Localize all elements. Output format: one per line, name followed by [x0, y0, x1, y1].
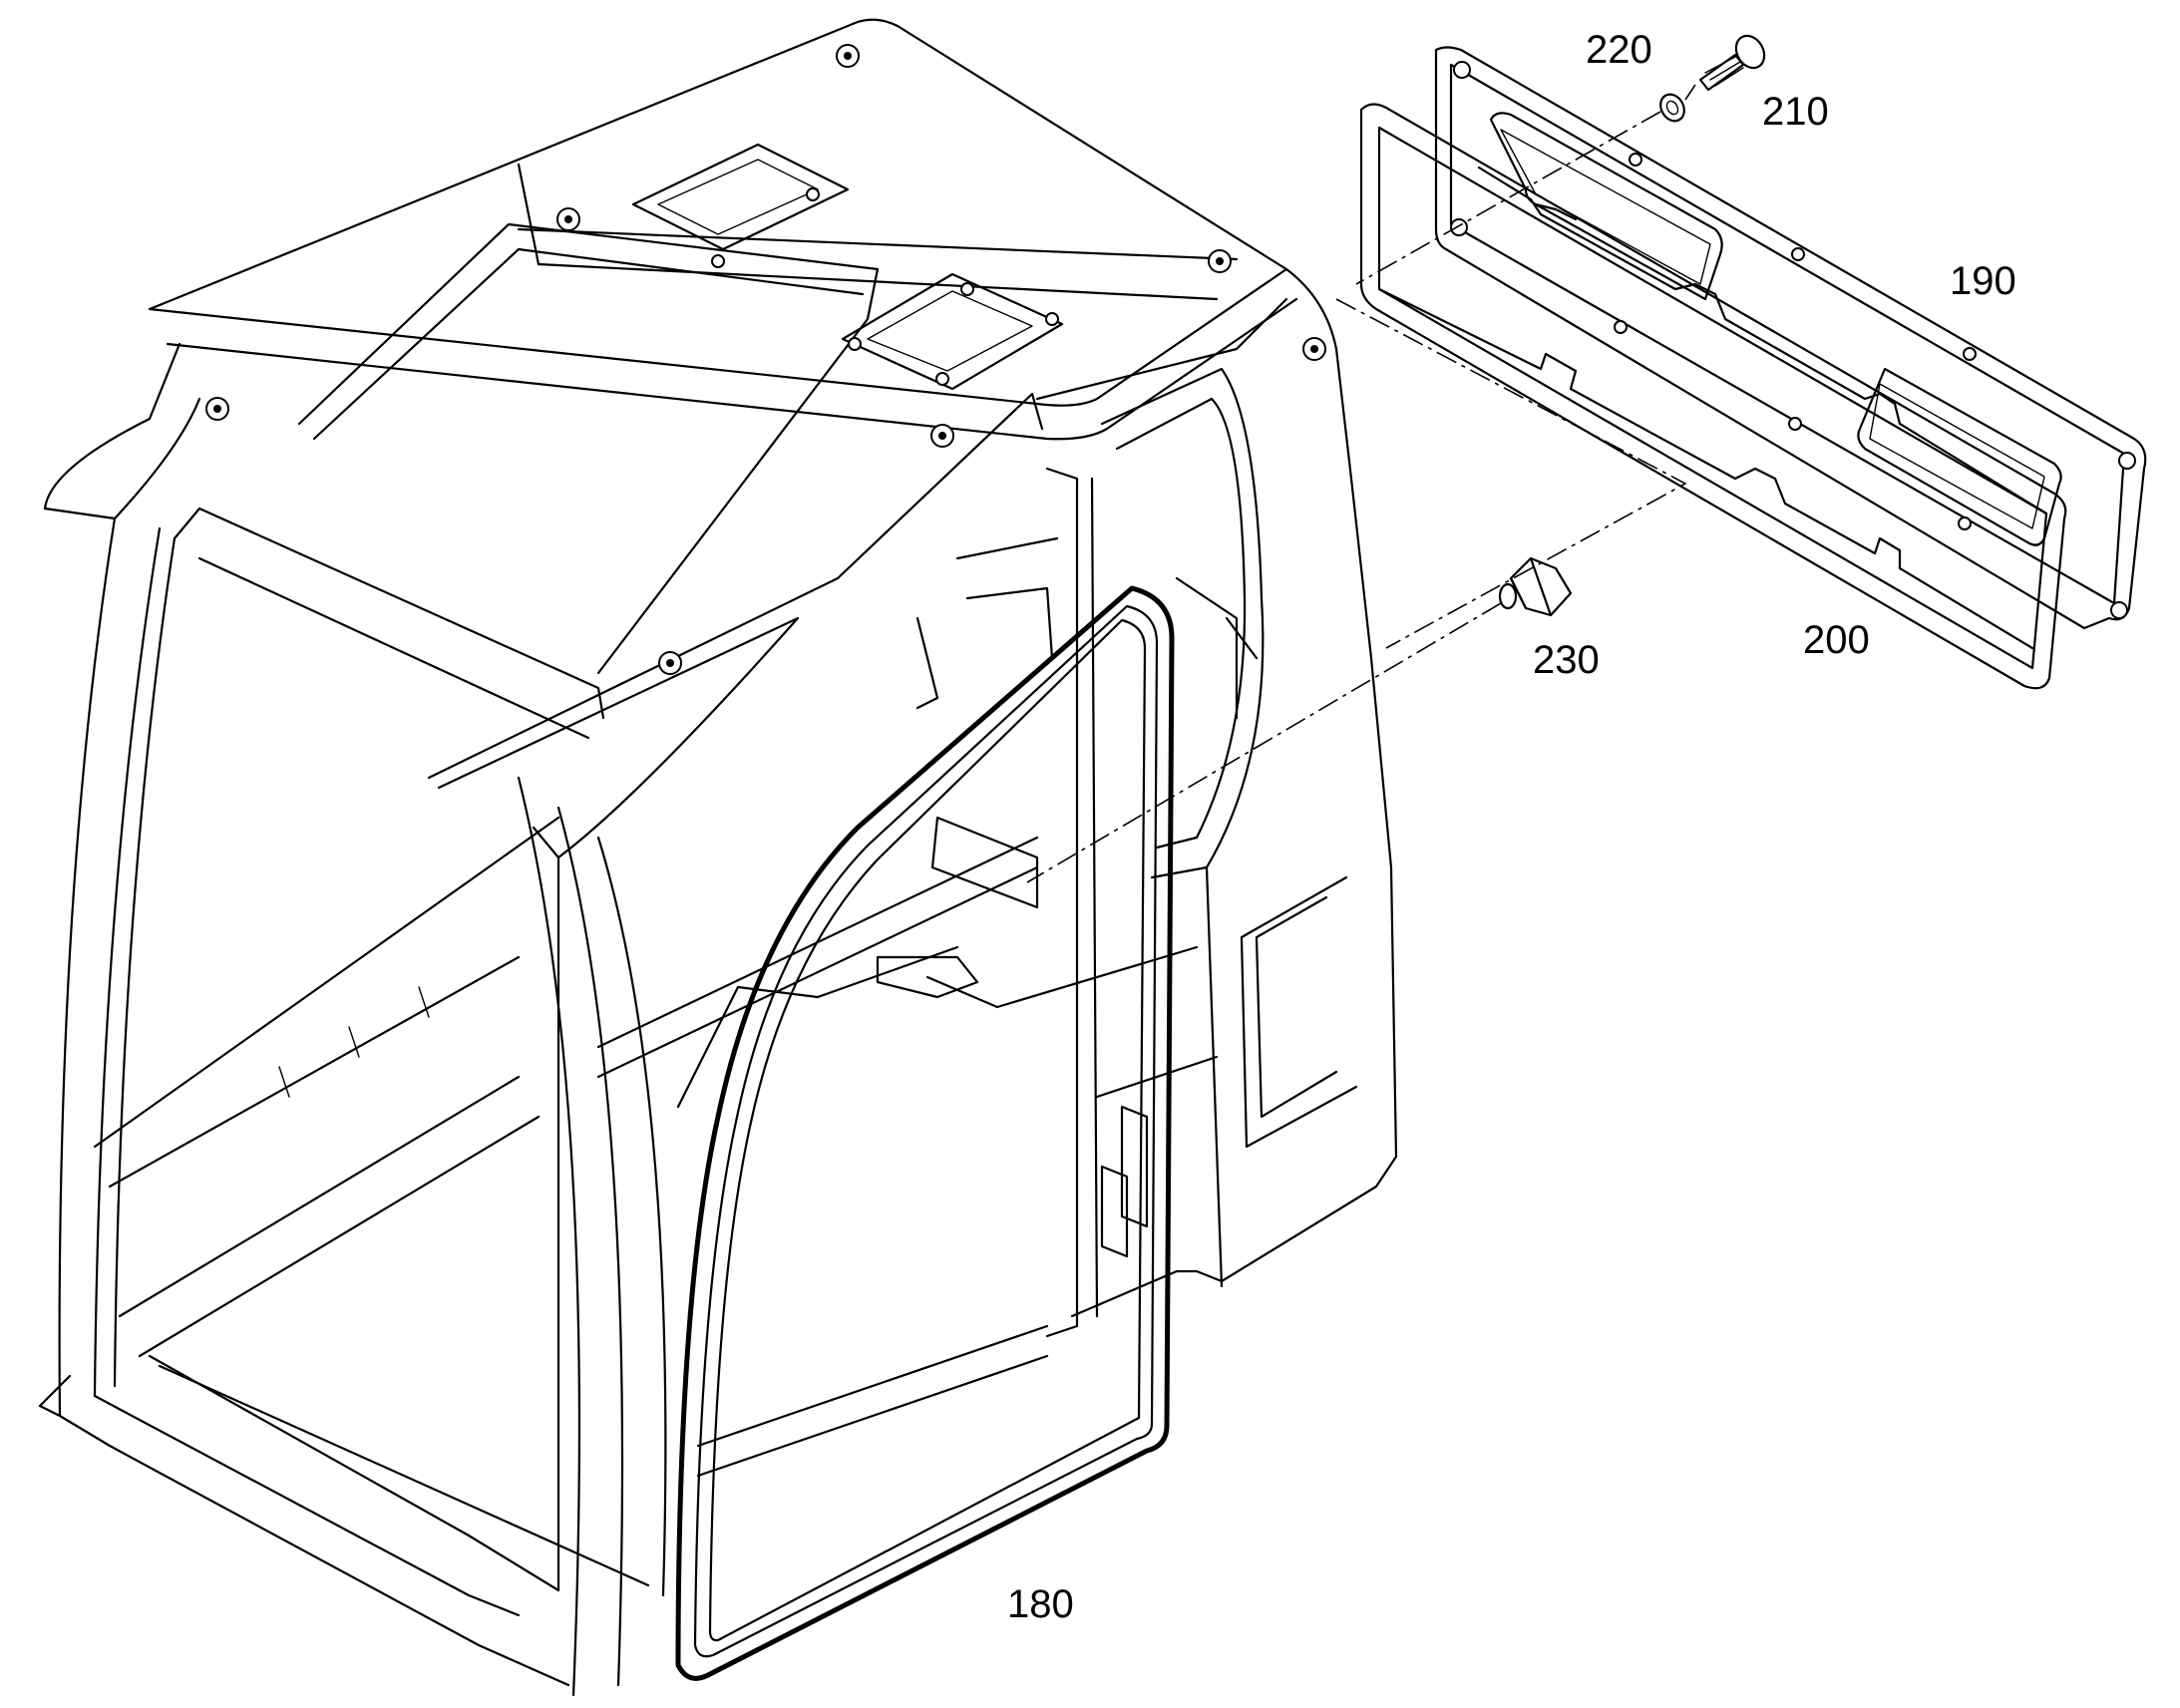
part-200-gasket: [1359, 103, 2067, 690]
cab-frame: [38, 18, 1398, 1697]
callout-220: 220: [1586, 28, 1652, 72]
callout-230: 230: [1533, 638, 1600, 682]
part-220-washer: [1659, 93, 1685, 123]
leader-lines: [1026, 84, 1696, 883]
part-230-nut: [1498, 556, 1573, 617]
part-180-door-seal: [675, 585, 1175, 1681]
roof-bolts: [205, 44, 1326, 675]
callout-200: 200: [1803, 618, 1870, 662]
callout-210: 210: [1762, 90, 1829, 134]
part-210-bolt: [1698, 34, 1766, 92]
part-190-cover-plate: [1434, 46, 2147, 630]
callout-190: 190: [1950, 259, 2016, 303]
callout-180: 180: [1007, 1582, 1074, 1626]
